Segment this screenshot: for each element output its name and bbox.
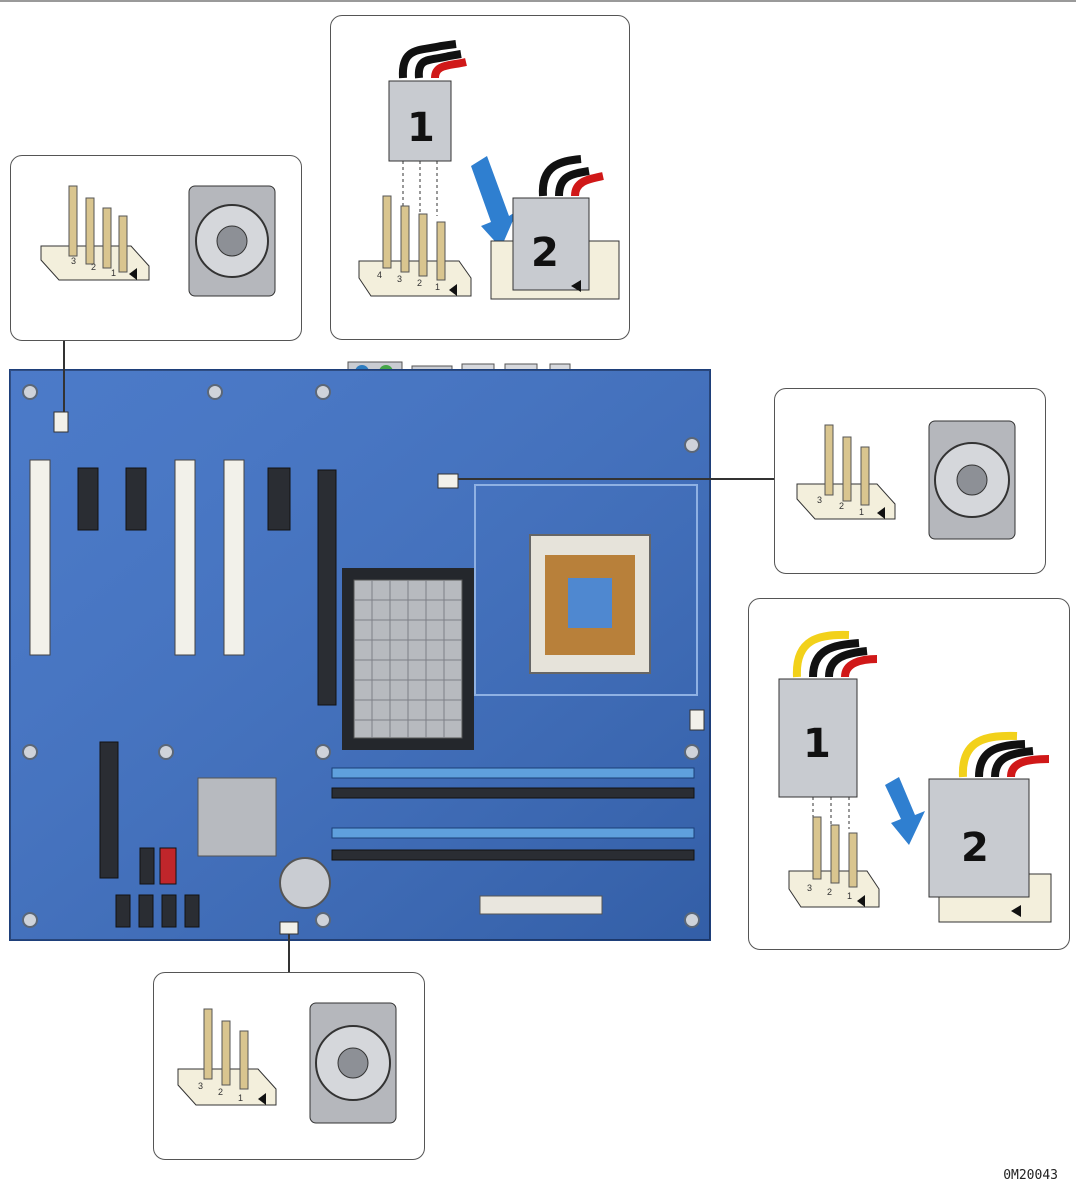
- pin-label: 3: [397, 274, 402, 284]
- pin-label: 1: [238, 1093, 243, 1103]
- pin-label: 2: [827, 887, 832, 897]
- header-4pin: 4 3 2 1: [358, 195, 472, 297]
- arrow-down-icon: [885, 777, 925, 845]
- atx-power-connector: [479, 895, 603, 915]
- fan-plug-2: 2: [928, 731, 1052, 923]
- pin-label: 1: [859, 507, 864, 517]
- pin-label: 4: [377, 270, 382, 280]
- pin-label: 1: [847, 891, 852, 901]
- fan-icon: [188, 185, 276, 297]
- southbridge-heatsink: [197, 777, 277, 857]
- pin-label: 3: [198, 1081, 203, 1091]
- cmos-battery: [279, 857, 331, 909]
- pin-label: 2: [839, 501, 844, 511]
- fan-icon: [309, 1002, 397, 1124]
- callout-fan-header-top-left: 3 2 1: [10, 155, 302, 341]
- figure-id: 0M20043: [1003, 1168, 1058, 1183]
- pcie-x1-slots: [77, 467, 291, 531]
- header-3pin: 3 2 1: [177, 1008, 277, 1106]
- callout-fan-header-right: 3 2 1: [774, 388, 1046, 574]
- plug-number: 1: [407, 105, 435, 151]
- top-rule: [0, 0, 1076, 2]
- header-3pin: 3 2 1: [796, 424, 896, 520]
- board-fan-headers: [53, 411, 705, 935]
- pcie-x16-slot: [317, 469, 337, 706]
- cpu-socket: [474, 484, 698, 696]
- header-3pin: 3 2 1: [788, 816, 880, 908]
- plug-number: 1: [803, 721, 831, 767]
- pin-label: 1: [111, 268, 116, 278]
- header-3pin: 3 2 1: [40, 185, 150, 281]
- pin-label: 3: [807, 883, 812, 893]
- fan-plug-1: 1: [778, 630, 878, 798]
- plug-number: 2: [961, 825, 989, 871]
- sata-connectors: [115, 847, 200, 928]
- pin-label: 1: [435, 282, 440, 292]
- mounting-holes: [22, 384, 700, 928]
- leader-line-right: [458, 478, 774, 480]
- callout-fan-connect-right: 1 3 2 1 2: [748, 598, 1070, 950]
- pin-label: 2: [417, 278, 422, 288]
- arrow-down-icon: [471, 156, 517, 248]
- ide-connector: [99, 741, 119, 879]
- plug-number: 2: [531, 230, 559, 276]
- northbridge-heatsink: [342, 568, 474, 750]
- callout-fan-header-bottom: 3 2 1: [153, 972, 425, 1160]
- fan-plug-2: 2: [490, 155, 620, 300]
- pin-label: 3: [817, 495, 822, 505]
- fan-plug-1: 1: [388, 40, 467, 162]
- pin-label: 3: [71, 256, 76, 266]
- leader-line-top-left: [63, 340, 65, 412]
- leader-line-bottom: [288, 934, 290, 972]
- pci-slots: [29, 459, 245, 656]
- dimm-slots: [331, 767, 695, 861]
- callout-fan-connect-top: 1 4 3 2 1 2: [330, 15, 630, 340]
- fan-icon: [928, 420, 1016, 540]
- pin-label: 2: [91, 262, 96, 272]
- pin-label: 2: [218, 1087, 223, 1097]
